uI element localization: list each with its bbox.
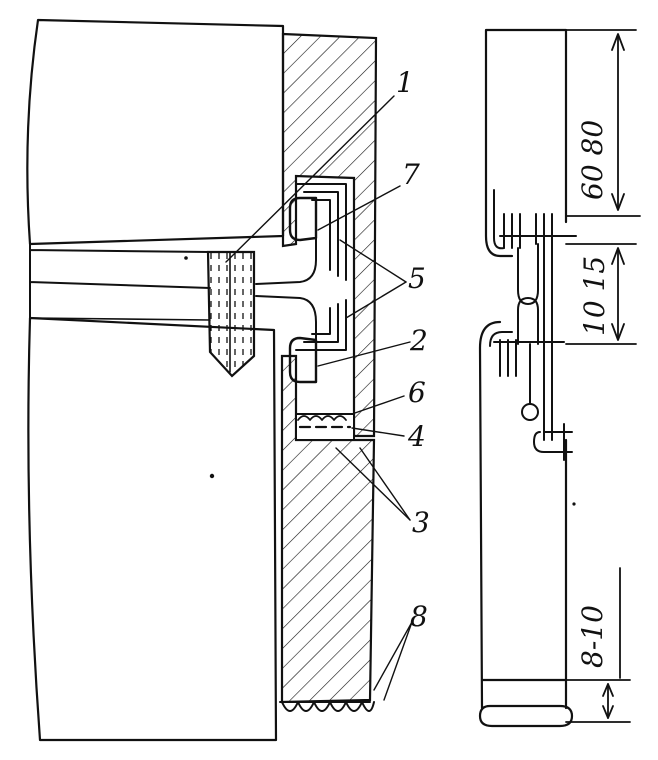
- bottom-beads: [279, 701, 375, 712]
- side-clip: [533, 431, 573, 453]
- stray-dot-1: [184, 256, 188, 260]
- leader-lines: [225, 95, 413, 701]
- callout-1: 1: [396, 66, 414, 99]
- hook-lower: [288, 336, 318, 384]
- connector-loop-lower: [255, 295, 317, 341]
- dimension-top: 60 80: [576, 120, 609, 200]
- section-view: 1 7 5 2 6 4 3 8: [26, 18, 430, 742]
- callout-2: 2: [409, 324, 428, 357]
- callout-4: 4: [407, 420, 426, 453]
- upper-panel: [26, 18, 285, 246]
- side-view: 60 80 10 15 8-10: [478, 28, 641, 728]
- side-middle-loop-upper: [517, 243, 539, 305]
- callout-5: 5: [408, 262, 426, 295]
- callout-7: 7: [402, 158, 420, 191]
- side-upper-fringe: [499, 213, 577, 441]
- side-lower-fringe: [493, 339, 565, 405]
- side-stray-mark: [572, 502, 576, 506]
- seal-strip-waves: [297, 415, 347, 421]
- profile-lower: [295, 299, 347, 351]
- connector-loop-upper: [255, 235, 317, 285]
- gap-channel: [29, 243, 211, 319]
- side-upper-sash: [484, 28, 568, 258]
- callout-3: 3: [412, 506, 430, 539]
- hook-upper: [288, 196, 318, 242]
- lower-panel: [27, 316, 278, 742]
- side-upper-hook: [493, 189, 505, 250]
- side-middle-loop-lower: [517, 297, 539, 345]
- sealing-strip: [206, 250, 256, 378]
- hatched-casing-upper: [281, 32, 378, 438]
- profile-upper: [295, 183, 347, 281]
- side-lower-hook: [489, 331, 513, 347]
- side-bottom-rail: [478, 678, 574, 728]
- callout-6: 6: [408, 376, 426, 409]
- side-lower-sash: [478, 320, 568, 710]
- dimension-lines: [565, 29, 641, 723]
- stray-dot-2: [209, 473, 215, 479]
- dimension-middle: 10 15: [578, 256, 611, 336]
- side-pivot-circle: [521, 403, 539, 421]
- callout-8: 8: [410, 600, 428, 633]
- gap-line-lower: [29, 317, 211, 321]
- dimension-bottom: 8-10: [576, 605, 609, 668]
